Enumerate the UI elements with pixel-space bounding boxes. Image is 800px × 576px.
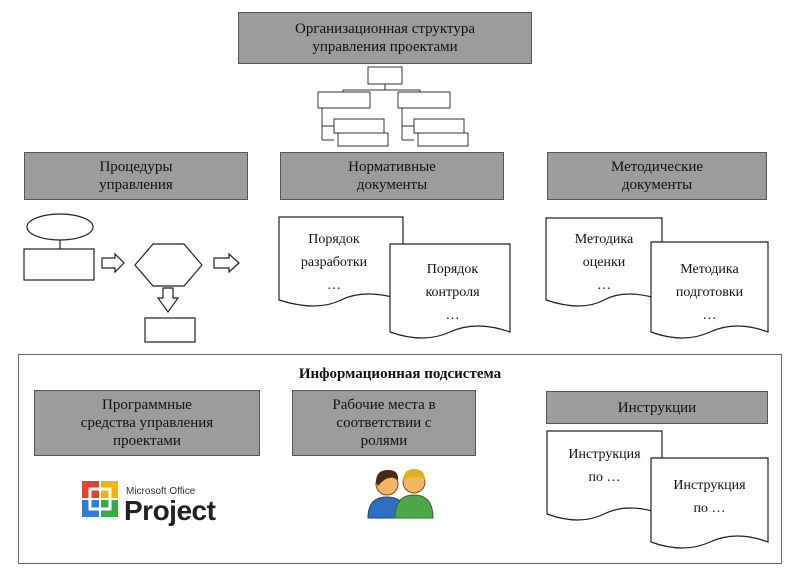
flowchart-end-box xyxy=(144,317,196,343)
flowchart-arrow-1 xyxy=(101,252,125,274)
instruction-doc-2-shape xyxy=(650,457,769,549)
logo-small-text: Microsoft Office xyxy=(126,486,196,497)
normative-doc-1-text: Порядок разработки … xyxy=(300,232,368,293)
instructions-title: Инструкции xyxy=(617,399,697,416)
software-box: Программные средства управления проектам… xyxy=(34,390,260,456)
instruction-doc-1-text: Инструкция по … xyxy=(568,447,641,485)
org-structure-title: Организационная структура управления про… xyxy=(295,21,475,55)
normative-box: Нормативные документы xyxy=(280,152,504,200)
flowchart-decision-hexagon xyxy=(134,243,203,287)
workplaces-box: Рабочие места в соответствии с ролями xyxy=(292,390,476,456)
software-title: Программные средства управления проектам… xyxy=(80,397,214,449)
person-2-icon xyxy=(394,469,434,519)
workplaces-title: Рабочие места в соответствии с ролями xyxy=(332,397,436,449)
procedures-title: Процедуры управления xyxy=(99,159,173,193)
methodical-box: Методические документы xyxy=(547,152,767,200)
methodical-doc-2-text: Методика подготовки … xyxy=(675,262,744,323)
instructions-box: Инструкции xyxy=(546,391,768,424)
methodical-title: Методические документы xyxy=(610,159,704,193)
office-logo-icon xyxy=(82,481,118,517)
logo-big-text: Project xyxy=(124,495,216,526)
normative-title: Нормативные документы xyxy=(348,159,436,193)
org-structure-box: Организационная структура управления про… xyxy=(238,12,532,64)
procedures-box: Процедуры управления xyxy=(24,152,248,200)
flowchart-arrow-2 xyxy=(213,252,240,274)
info-subsystem-title: Информационная подсистема xyxy=(298,366,502,382)
org-chart-icon xyxy=(317,66,469,147)
instruction-doc-2-text: Инструкция по … xyxy=(673,478,746,516)
flowchart-arrow-down xyxy=(156,287,180,314)
ms-project-logo: Microsoft Office Project xyxy=(80,478,220,528)
normative-doc-2-shape xyxy=(389,243,511,339)
methodical-doc-2-shape xyxy=(650,241,769,339)
flowchart-icon xyxy=(23,213,240,343)
flowchart-process-box xyxy=(23,248,95,281)
normative-doc-2-text: Порядок контроля … xyxy=(425,262,480,323)
methodical-doc-1-text: Методика оценки … xyxy=(574,232,634,293)
